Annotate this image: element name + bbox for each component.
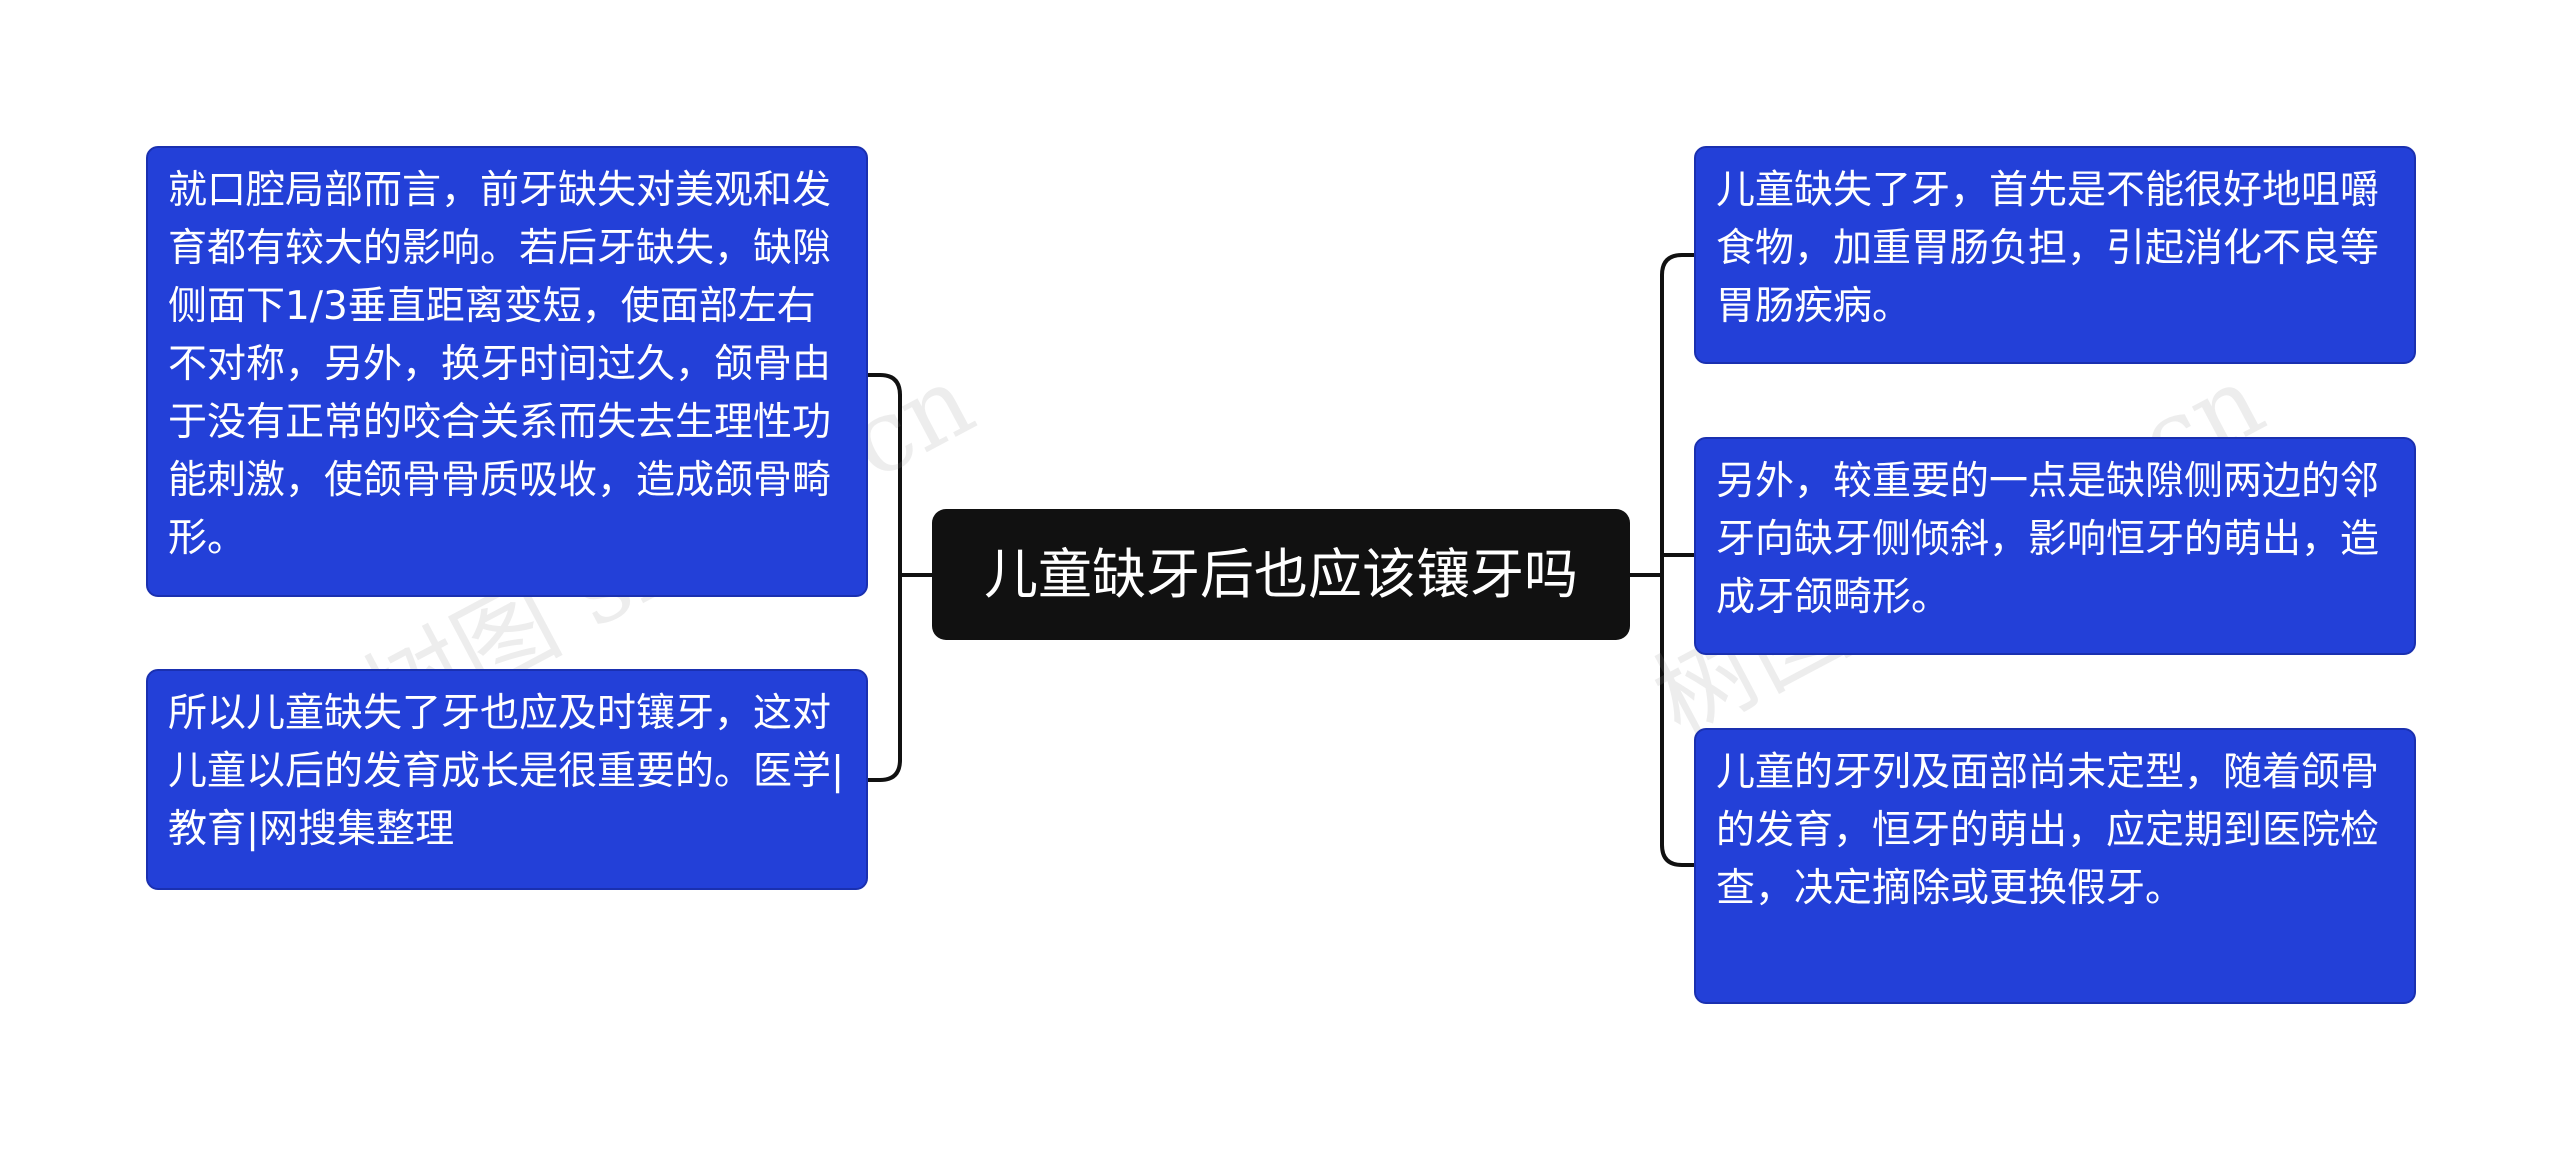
connector-left-1	[866, 373, 902, 397]
left-node-2[interactable]: 所以儿童缺失了牙也应及时镶牙，这对儿童以后的发育成长是很重要的。医学|教育|网搜…	[146, 669, 868, 890]
connector-left-2	[866, 758, 902, 782]
right-node-2[interactable]: 另外，较重要的一点是缺隙侧两边的邻牙向缺牙侧倾斜，影响恒牙的萌出，造成牙颌畸形。	[1694, 437, 2416, 655]
connector-right-3	[1660, 843, 1696, 867]
right-node-3[interactable]: 儿童的牙列及面部尚未定型，随着颌骨的发育，恒牙的萌出，应定期到医院检查，决定摘除…	[1694, 728, 2416, 1004]
left-node-1[interactable]: 就口腔局部而言，前牙缺失对美观和发育都有较大的影响。若后牙缺失，缺隙侧面下1/3…	[146, 146, 868, 597]
right-node-1[interactable]: 儿童缺失了牙，首先是不能很好地咀嚼食物，加重胃肠负担，引起消化不良等胃肠疾病。	[1694, 146, 2416, 364]
root-node[interactable]: 儿童缺牙后也应该镶牙吗	[932, 509, 1630, 640]
connector-right-1	[1660, 253, 1696, 277]
